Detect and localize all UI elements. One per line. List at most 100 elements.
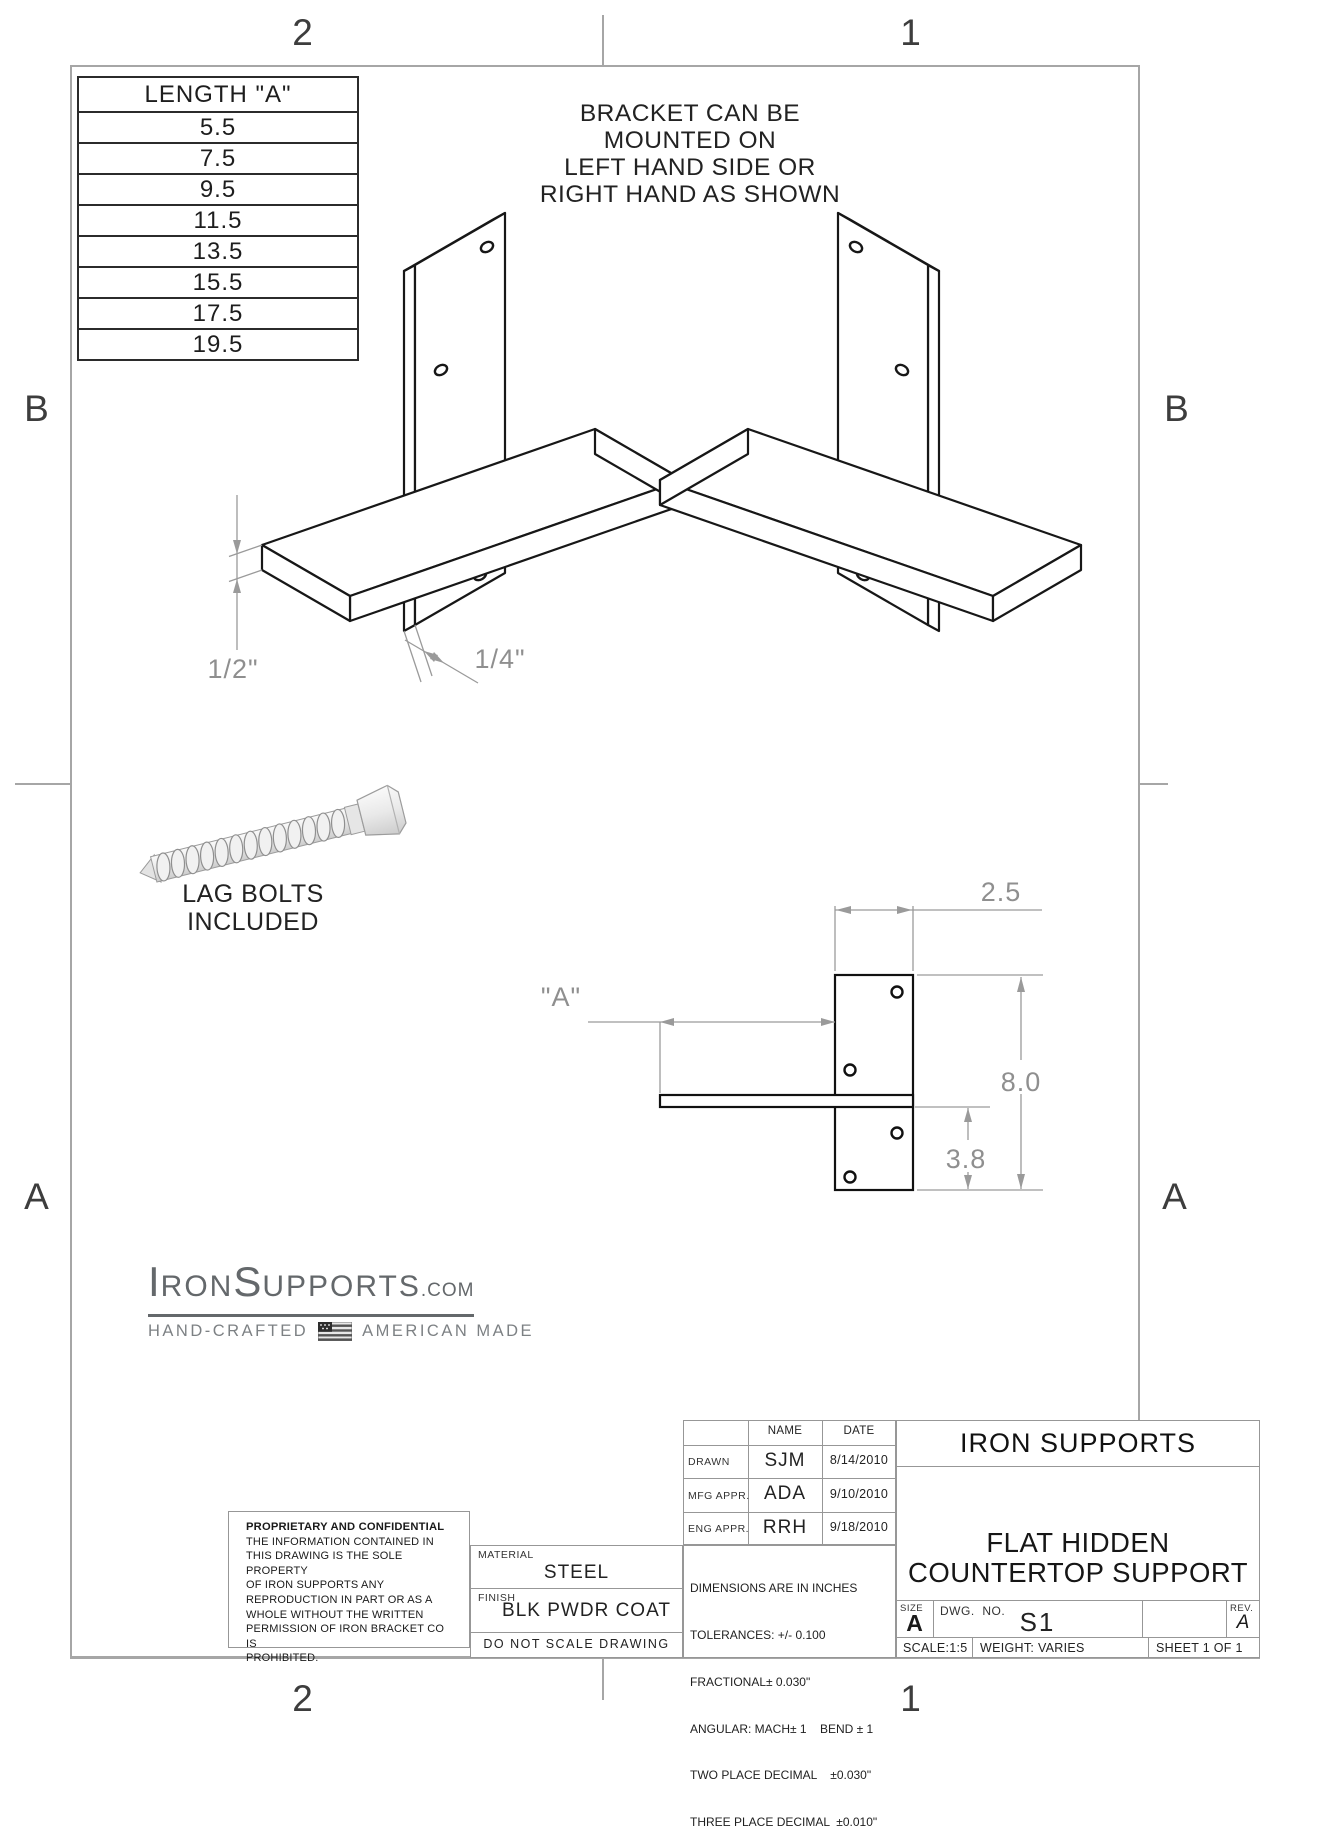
approval-role: DRAWN (688, 1456, 730, 1468)
ironsupports-logo: IRONSUPPORTS.COM HAND-CRAFTED AMERICAN M… (148, 1261, 534, 1341)
side-view-hole (890, 1126, 904, 1140)
arrowhead (897, 906, 912, 914)
length-table-row: 13.5 (79, 237, 357, 268)
plate-hole (479, 240, 495, 254)
side-view-hole (843, 1063, 857, 1077)
approvals-table (683, 1420, 896, 1545)
approvals-name-header: NAME (767, 1425, 803, 1437)
proprietary-box (228, 1511, 470, 1648)
zone-tick-right (1140, 783, 1168, 785)
length-table: LENGTH "A" 5.5 7.5 9.5 11.5 13.5 15.5 17… (77, 76, 359, 361)
zone-label-bottom-1: 1 (900, 1678, 922, 1719)
arrowhead (836, 906, 851, 914)
company-name: IRON SUPPORTS (959, 1428, 1197, 1458)
finish-value: BLK PWDR COAT (502, 1600, 671, 1621)
dim-quarter-inch (403, 624, 479, 684)
dim-hole-offset-label: 3.8 (946, 1144, 987, 1174)
material-divider (470, 1588, 683, 1589)
dwg-no-label: DWG. NO. (940, 1604, 1006, 1618)
arrowhead (660, 1018, 674, 1026)
drawing-title-line: COUNTERTOP SUPPORT (907, 1557, 1249, 1588)
logo-tagline-right: AMERICAN MADE (362, 1322, 535, 1340)
dim-half-inch-label: 1/2" (207, 654, 258, 684)
length-table-row: 11.5 (79, 206, 357, 237)
bracket-left-isometric (260, 211, 685, 633)
proprietary-title: PROPRIETARY AND CONFIDENTIAL (246, 1521, 445, 1533)
arrowhead (233, 540, 241, 554)
zone-label-top-1: 1 (900, 12, 922, 53)
logo-text: I (148, 1258, 161, 1305)
rev-label: REV. (1230, 1603, 1254, 1614)
approval-date: 8/14/2010 (829, 1453, 889, 1467)
side-view-shelf (658, 1093, 915, 1109)
proprietary-note: PROPRIETARY AND CONFIDENTIAL THE INFORMA… (246, 1520, 458, 1666)
material-box (470, 1545, 683, 1658)
dwg-no-value: S1 (1019, 1607, 1056, 1637)
length-table-row: 17.5 (79, 299, 357, 330)
dim-length-a-label: "A" (541, 982, 581, 1012)
tolerances-box (683, 1545, 896, 1658)
sheet-frame-right (1138, 65, 1140, 1422)
logo-tagline-left: HAND-CRAFTED (148, 1322, 309, 1340)
arrowhead (430, 652, 444, 663)
mounting-note-line: RIGHT HAND AS SHOWN (539, 181, 841, 208)
drawing-lineart: 1/2" 1/4" (139, 211, 1083, 1192)
zone-tick-top (602, 15, 604, 65)
shelf-end-cap (260, 543, 352, 623)
zone-label-right-a: A (1162, 1176, 1188, 1217)
logo-wordmark: IRONSUPPORTS.COM (148, 1261, 475, 1317)
zone-tick-bottom (602, 1658, 604, 1700)
arrowhead (821, 1018, 835, 1026)
logo-tagline: HAND-CRAFTED AMERICAN MADE (148, 1322, 534, 1341)
dim-plate-height-label: 8.0 (1001, 1067, 1042, 1097)
drawing-title-line: FLAT HIDDEN (986, 1527, 1170, 1558)
size-label: SIZE (900, 1603, 924, 1614)
zone-label-bottom-2: 2 (292, 1678, 314, 1719)
finish-label: FINISH (478, 1592, 516, 1604)
sheet-frame-top (70, 65, 1140, 67)
length-table-row: 7.5 (79, 144, 357, 175)
lag-bolts-note-line: INCLUDED (187, 908, 319, 936)
mounting-note: BRACKET CAN BE MOUNTED ON LEFT HAND SIDE… (480, 100, 900, 208)
arrowhead (1017, 977, 1025, 992)
plate-hole (433, 363, 449, 377)
dim-plate-width-label: 2.5 (981, 877, 1022, 907)
sheet-value: SHEET 1 OF 1 (1156, 1641, 1243, 1655)
arrowhead (964, 1108, 972, 1122)
bracket-right-isometric (658, 211, 1083, 633)
us-flag-icon (318, 1322, 353, 1341)
size-value: A (906, 1610, 923, 1636)
side-view-plate (833, 973, 915, 1192)
arrowhead (233, 579, 241, 593)
length-table-row: 15.5 (79, 268, 357, 299)
zone-label-top-2: 2 (292, 12, 314, 53)
approval-date: 9/10/2010 (829, 1487, 889, 1501)
mounting-note-line: MOUNTED ON (603, 127, 777, 154)
material-divider (470, 1632, 683, 1633)
drawing-title: FLAT HIDDEN COUNTERTOP SUPPORT (896, 1528, 1260, 1588)
lag-bolt-image (139, 784, 407, 883)
length-table-header: LENGTH "A" (79, 78, 357, 113)
dim-half-inch (228, 495, 263, 650)
length-table-row: 5.5 (79, 113, 357, 144)
zone-label-left-a: A (24, 1176, 50, 1217)
material-value: STEEL (543, 1562, 610, 1583)
arrowhead (1017, 1174, 1025, 1189)
approval-role: MFG APPR. (688, 1490, 750, 1502)
dim-length-a (588, 1021, 835, 1093)
zone-label-left-b: B (24, 388, 50, 429)
zone-label-right-b: B (1164, 388, 1190, 429)
tolerances-note: DIMENSIONS ARE IN INCHES TOLERANCES: +/-… (690, 1581, 878, 1830)
approval-date: 9/18/2010 (829, 1520, 889, 1534)
approval-name: RRH (762, 1517, 808, 1538)
rev-value: A (1236, 1612, 1250, 1633)
mounting-note-line: LEFT HAND SIDE OR (564, 154, 816, 181)
dim-plate-width (834, 906, 1042, 971)
dim-quarter-inch-label: 1/4" (474, 644, 525, 674)
weight-value: WEIGHT: VARIES (980, 1641, 1085, 1655)
approval-role: ENG APPR. (688, 1523, 750, 1535)
side-view-hole (843, 1170, 857, 1184)
lag-bolts-note: LAG BOLTS INCLUDED (168, 880, 338, 936)
length-table-row: 9.5 (79, 175, 357, 206)
arrowhead (964, 1175, 972, 1189)
